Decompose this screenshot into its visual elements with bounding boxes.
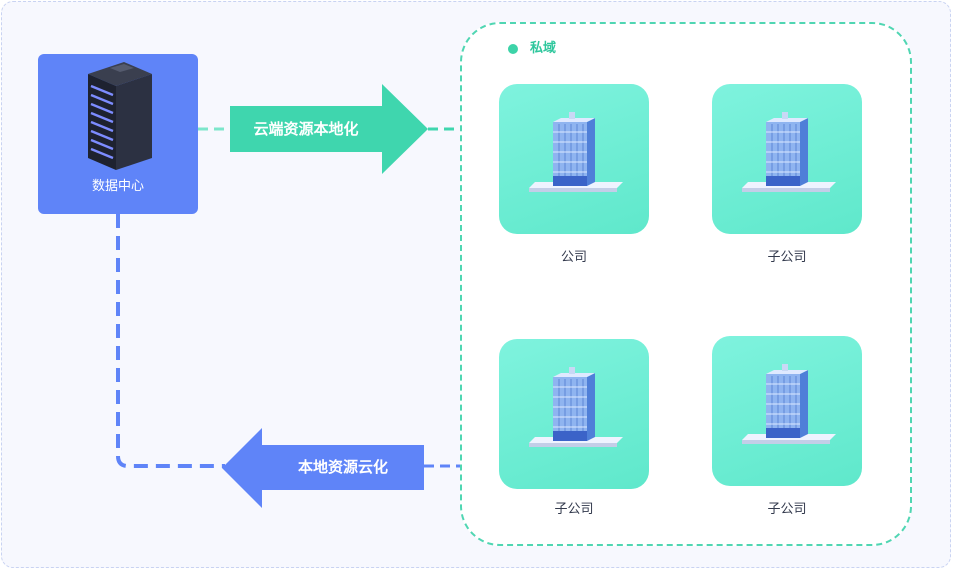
building-icon-4	[741, 363, 837, 445]
data-center-label: 数据中心	[91, 179, 144, 194]
company-label-3: 子公司	[554, 502, 594, 517]
building-icon-3	[528, 366, 624, 448]
company-label-1: 公司	[560, 250, 587, 265]
zone-indicator-dot	[508, 44, 518, 54]
company-label-4: 子公司	[767, 502, 807, 517]
blue-connector-path	[116, 214, 225, 468]
zone-label: 私域	[530, 41, 557, 56]
building-icon-1	[528, 111, 624, 193]
building-icon-2	[741, 111, 837, 193]
local-to-cloud-label: 本地资源云化	[297, 458, 388, 476]
company-label-2: 子公司	[767, 250, 807, 265]
cloud-to-local-label: 云端资源本地化	[253, 120, 359, 138]
